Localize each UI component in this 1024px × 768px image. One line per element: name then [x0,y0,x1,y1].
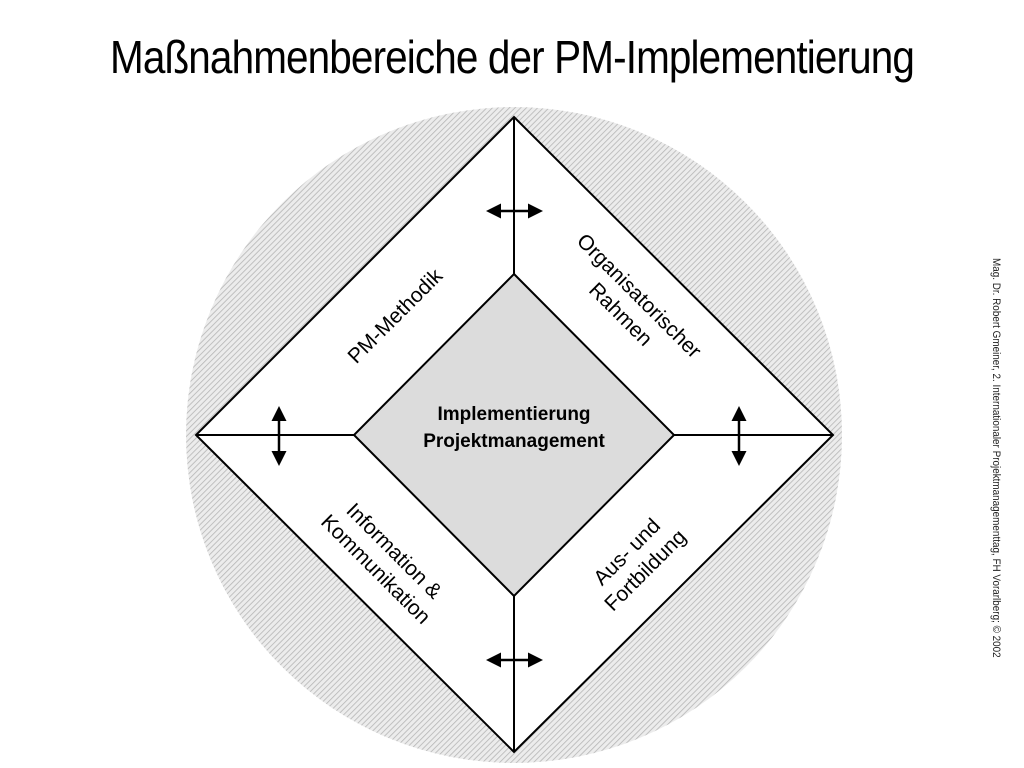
credit-line: Mag. Dr. Robert Gmeiner, 2. Internationa… [990,258,1002,658]
center-diamond [352,272,676,598]
page-title: Maßnahmenbereiche der PM-Implementierung [109,31,915,83]
center-label-line2: Projektmanagement [423,431,605,452]
center-label-line1: Implementierung [437,404,590,425]
